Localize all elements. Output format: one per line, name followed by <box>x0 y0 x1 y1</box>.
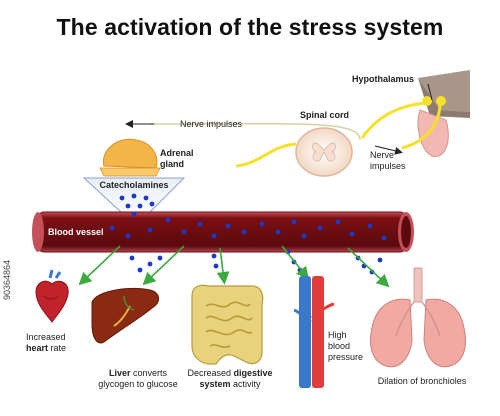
catecholamine-dot <box>125 233 131 239</box>
caption-liver-line2: glycogen to glucose <box>98 379 178 389</box>
catecholamine-dot <box>129 255 135 261</box>
caption-digestive-line2: activity <box>233 379 261 389</box>
catecholamine-dot <box>211 253 217 259</box>
hypothalamus-pointer <box>427 83 433 101</box>
catecholamine-dot <box>119 195 125 201</box>
catecholamine-dot <box>137 267 143 273</box>
caption-digestive-line2-bold: system <box>199 379 231 389</box>
catecholamine-dot <box>367 223 373 229</box>
catecholamine-dot <box>147 261 153 267</box>
catecholamine-dot <box>275 229 281 235</box>
caption-heart: Increased heart rate <box>26 332 86 354</box>
label-catecholamines: Catecholamines <box>99 180 169 190</box>
catecholamines-funnel <box>82 177 186 227</box>
catecholamine-dot <box>291 219 297 225</box>
arrow-liver <box>142 245 185 286</box>
catecholamine-dot <box>197 221 203 227</box>
label-spinal-cord: Spinal cord <box>300 110 350 120</box>
page-title: The activation of the stress system <box>56 14 444 40</box>
blood-vessel-pressure-illustration <box>293 276 335 388</box>
label-nerve-impulses-top: Nerve impulses <box>180 119 243 129</box>
nerve-impulse-arrow-right <box>374 145 403 155</box>
caption-heart-bold: heart <box>26 343 49 353</box>
catecholamine-dot <box>147 227 153 233</box>
hypothalamus-illustration <box>417 70 470 157</box>
catecholamine-dot <box>131 211 137 217</box>
catecholamine-dot <box>157 255 163 261</box>
catecholamine-dot <box>125 203 131 209</box>
effect-arrows <box>78 245 390 288</box>
catecholamine-dot <box>241 229 247 235</box>
caption-digestive-bold: digestive <box>233 368 273 378</box>
arrow-digestive <box>216 247 230 285</box>
catecholamine-dot <box>137 203 143 209</box>
caption-liver-rest: converts <box>133 368 168 378</box>
catecholamine-dot <box>381 235 387 241</box>
catecholamine-dot <box>165 217 171 223</box>
catecholamine-dot <box>211 233 217 239</box>
arrow-heart <box>78 245 121 286</box>
watermark-id: 90364864 <box>2 259 12 300</box>
caption-digestive: Decreased digestive system activity <box>184 368 276 390</box>
spinal-cord-illustration <box>295 127 353 177</box>
catecholamine-dot <box>377 257 383 263</box>
catecholamine-dot <box>349 231 355 237</box>
caption-liver: Liver converts glycogen to glucose <box>88 368 188 390</box>
caption-digestive-pre: Decreased <box>187 368 231 378</box>
catecholamine-dot <box>143 195 149 201</box>
label-nerve-impulses-right: Nerve impulses <box>370 150 406 171</box>
catecholamine-dot <box>317 225 323 231</box>
caption-heart-post: rate <box>50 343 67 353</box>
liver-illustration <box>91 288 159 344</box>
lungs-illustration <box>370 267 466 368</box>
blood-vessel <box>32 211 414 253</box>
arrow-pressure <box>281 245 309 280</box>
catecholamine-dot <box>181 229 187 235</box>
heart-illustration <box>35 269 69 323</box>
catecholamine-dot <box>109 225 115 231</box>
catecholamine-dot <box>149 201 155 207</box>
caption-lungs: Dilation of bronchioles <box>377 376 467 386</box>
caption-liver-bold: Liver <box>108 368 131 378</box>
intestine-illustration <box>191 284 264 365</box>
catecholamine-dot <box>225 223 231 229</box>
label-adrenal-gland: Adrenal gland <box>160 148 194 169</box>
nerve-pathway <box>149 101 442 168</box>
catecholamine-dot <box>213 263 219 269</box>
arrow-lungs <box>347 247 390 288</box>
caption-pressure: High blood pressure <box>328 330 364 362</box>
catecholamine-dot <box>259 221 265 227</box>
catecholamine-dot <box>301 233 307 239</box>
caption-heart-pre: Increased <box>26 332 66 342</box>
catecholamine-dot <box>131 193 137 199</box>
catecholamine-dot <box>335 219 341 225</box>
label-hypothalamus: Hypothalamus <box>352 74 415 84</box>
adrenal-gland-illustration <box>99 138 161 177</box>
catecholamine-dots <box>109 193 387 275</box>
label-blood-vessel: Blood vessel <box>48 227 104 237</box>
